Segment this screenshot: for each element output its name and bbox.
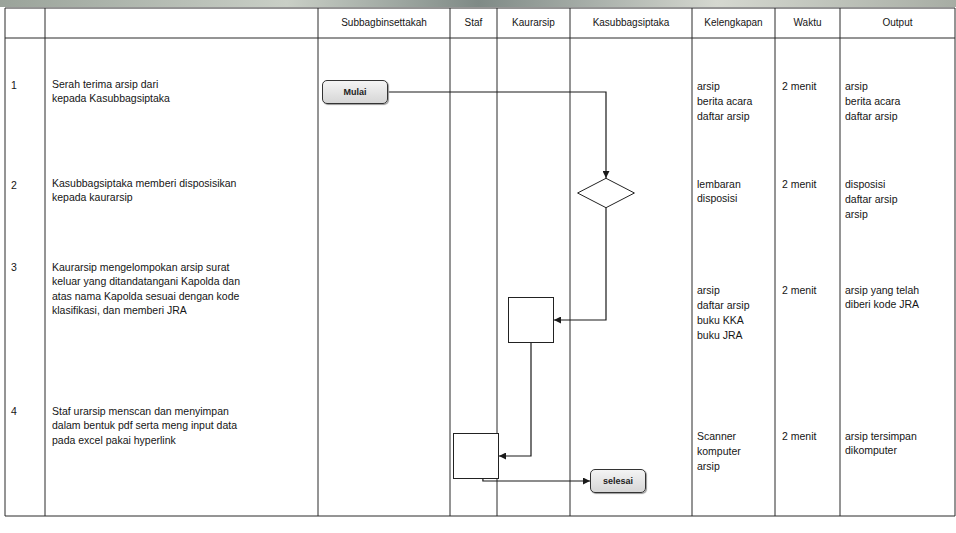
column-header: Subbagbinsettakah [318,16,450,30]
grid-lines [5,8,955,516]
step-text: Staf urarsip menscan dan menyimpan dalam… [52,404,260,447]
process-box [453,433,499,479]
equipment-item: arsip [697,79,772,93]
output-item: disposisi [845,177,945,191]
column-header: Waktu [775,16,840,30]
step-number: 4 [11,404,41,418]
flow-arrow [388,92,606,178]
equipment-item: Scanner [697,429,772,443]
time-cell: 2 menit [782,177,837,191]
column-header: Kelengkapan [692,16,775,30]
flow-arrow [483,479,590,481]
step-text: Serah terima arsip dari kepada Kasubbags… [52,77,192,106]
flow-arrow [499,343,531,456]
equipment-item: daftar arsip [697,298,772,312]
process-box [508,297,554,343]
column-header: Kasubbagsiptaka [570,16,692,30]
equipment-item: arsip [697,283,772,297]
column-header: Kaurarsip [497,16,570,30]
equipment-item: komputer [697,444,772,458]
output-item: arsip yang telah diberi kode JRA [845,283,935,312]
equipment-item: buku JRA [697,328,772,342]
node-label: Mulai [343,87,366,97]
output-item: arsip [845,207,945,221]
step-text: Kaurarsip mengelompokan arsip surat kelu… [52,260,257,318]
time-cell: 2 menit [782,283,837,297]
output-item: daftar arsip [845,192,945,206]
output-item: daftar arsip [845,109,945,123]
start-terminal: Mulai [322,80,388,104]
column-header: Staf [450,16,497,30]
flow-arrow [554,208,606,320]
output-item: arsip tersimpan dikomputer [845,429,935,458]
equipment-item: daftar arsip [697,109,772,123]
equipment-item: buku KKA [697,313,772,327]
decision-diamond [577,178,635,208]
node-label: selesai [603,476,633,486]
equipment-item: berita acara [697,94,772,108]
equipment-item: lembaran disposisi [697,177,767,206]
step-number: 3 [11,260,41,274]
output-item: arsip [845,79,945,93]
time-cell: 2 menit [782,429,837,443]
time-cell: 2 menit [782,79,837,93]
step-number: 2 [11,178,41,192]
output-item: berita acara [845,94,945,108]
column-header: Output [840,16,955,30]
end-terminal: selesai [590,469,646,493]
step-text: Kasubbagsiptaka memberi disposisikan kep… [52,176,262,205]
photo-strip [0,0,956,7]
step-number: 1 [11,78,41,92]
equipment-item: arsip [697,459,772,473]
diamond-outline [577,178,635,208]
